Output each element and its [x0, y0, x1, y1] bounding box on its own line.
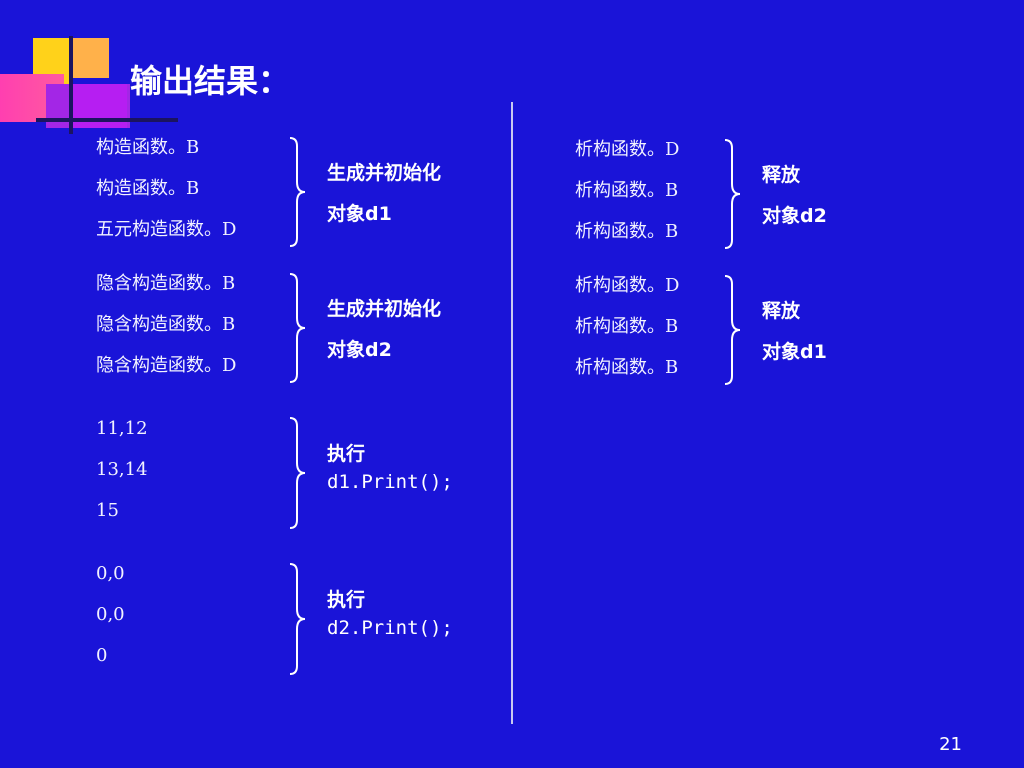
right-brace-icon [724, 139, 741, 249]
annotation-note: 对象d2 [327, 339, 392, 361]
output-line: 隐含构造函数。D [96, 355, 237, 376]
output-line: 析构函数。B [575, 221, 679, 242]
right-brace-icon [289, 137, 306, 247]
right-brace-icon [724, 275, 741, 385]
right-brace-icon [289, 273, 306, 383]
annotation-note: 执行 [327, 589, 366, 611]
annotation-note: d1.Print(); [327, 471, 453, 493]
output-line: 构造函数。B [96, 178, 200, 199]
right-brace-icon [289, 563, 306, 675]
output-line: 隐含构造函数。B [96, 273, 236, 294]
annotation-note: 执行 [327, 443, 366, 465]
output-line: 析构函数。B [575, 316, 679, 337]
output-line: 0 [96, 645, 108, 666]
output-line: 0,0 [96, 563, 125, 584]
output-line: 隐含构造函数。B [96, 314, 236, 335]
annotation-note: 对象d1 [762, 341, 827, 363]
output-line: 析构函数。D [575, 275, 680, 296]
output-line: 析构函数。D [575, 139, 680, 160]
slide-title: 输出结果： [130, 62, 291, 100]
annotation-note: 对象d1 [327, 203, 392, 225]
output-line: 15 [96, 500, 119, 521]
column-divider [511, 102, 513, 724]
right-brace-icon [289, 417, 306, 529]
annotation-note: 释放 [762, 300, 801, 322]
logo-block-orange [73, 38, 109, 78]
annotation-note: 释放 [762, 164, 801, 186]
logo-line-vertical [69, 36, 73, 134]
output-line: 析构函数。B [575, 180, 679, 201]
annotation-note: 生成并初始化 [327, 162, 442, 184]
output-line: 13,14 [96, 459, 148, 480]
annotation-note: d2.Print(); [327, 617, 453, 639]
output-line: 0,0 [96, 604, 125, 625]
logo-line-horizontal [36, 118, 178, 122]
output-line: 11,12 [96, 418, 148, 439]
output-line: 析构函数。B [575, 357, 679, 378]
annotation-note: 对象d2 [762, 205, 827, 227]
output-line: 构造函数。B [96, 137, 200, 158]
annotation-note: 生成并初始化 [327, 298, 442, 320]
output-line: 五元构造函数。D [96, 219, 237, 240]
page-number: 21 [939, 734, 962, 755]
